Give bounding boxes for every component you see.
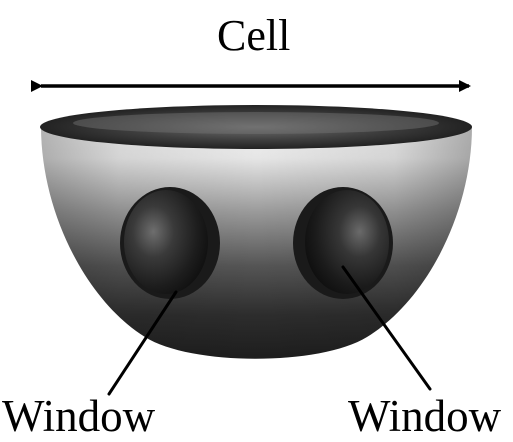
left-window-label: Window xyxy=(2,394,155,439)
cell-label: Cell xyxy=(217,14,290,58)
cell-top-rim-highlight xyxy=(73,112,439,134)
right-window xyxy=(305,190,389,294)
right-window-label: Window xyxy=(348,394,501,439)
left-window xyxy=(124,190,208,294)
cell-body-shade xyxy=(41,114,472,359)
